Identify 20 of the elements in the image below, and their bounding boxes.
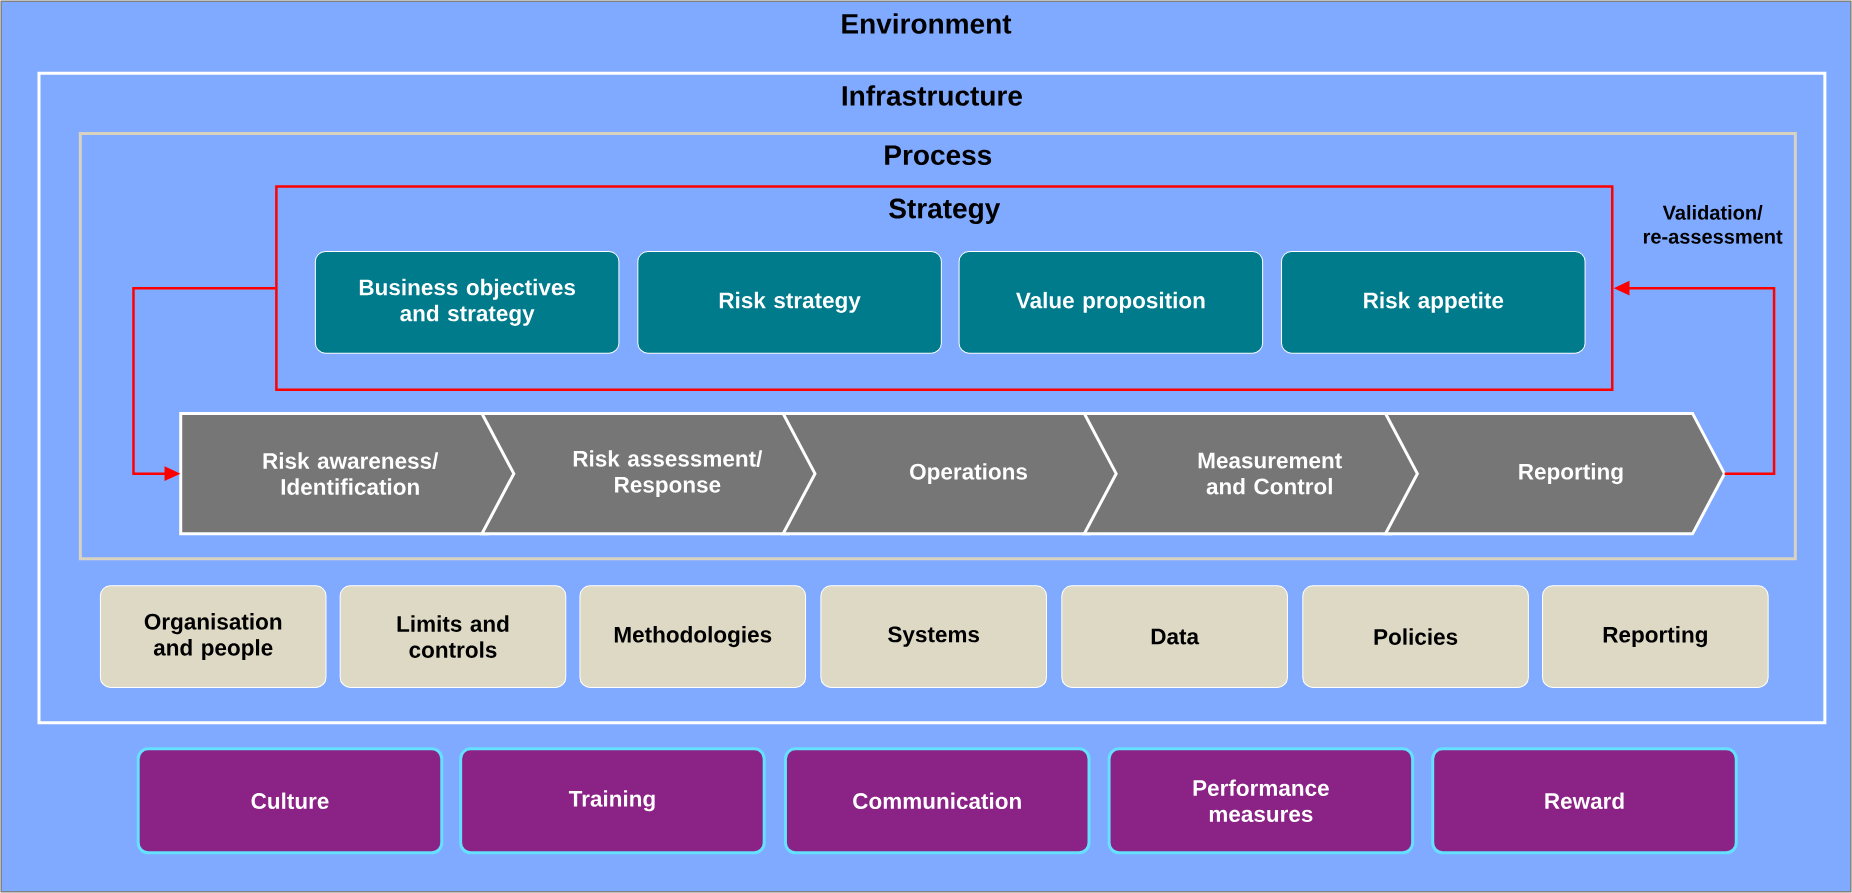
- infrastructure-box: Systems: [820, 585, 1047, 688]
- environment-box: Reward: [1431, 747, 1738, 855]
- infrastructure-box: Policies: [1302, 585, 1529, 688]
- environment-box: Communication: [783, 747, 1091, 855]
- edge-label: Validation/ re-assessment: [1643, 205, 1783, 244]
- strategy-element-box: Risk strategy: [637, 251, 942, 354]
- infrastructure-box: Reporting: [1542, 585, 1769, 688]
- infrastructure-box: Data: [1061, 585, 1288, 688]
- strategy-element-box: Risk appetite: [1281, 251, 1586, 354]
- infrastructure-box: Methodologies: [579, 585, 807, 688]
- process-step-box: Risk awareness/ Identification: [179, 411, 522, 536]
- connector-arrow: [132, 286, 276, 481]
- infrastructure-box: Limits and controls: [339, 585, 567, 688]
- strategy-element-box: Value proposition: [958, 251, 1264, 354]
- infrastructure-box: Organisation and people: [99, 585, 327, 688]
- environment-box: Training: [459, 747, 766, 855]
- environment-box: Culture: [136, 747, 444, 855]
- environment-box: Performance measures: [1107, 747, 1415, 855]
- process-step-box: Reporting: [1382, 411, 1727, 536]
- strategy-element-box: Business objectives and strategy: [314, 251, 620, 354]
